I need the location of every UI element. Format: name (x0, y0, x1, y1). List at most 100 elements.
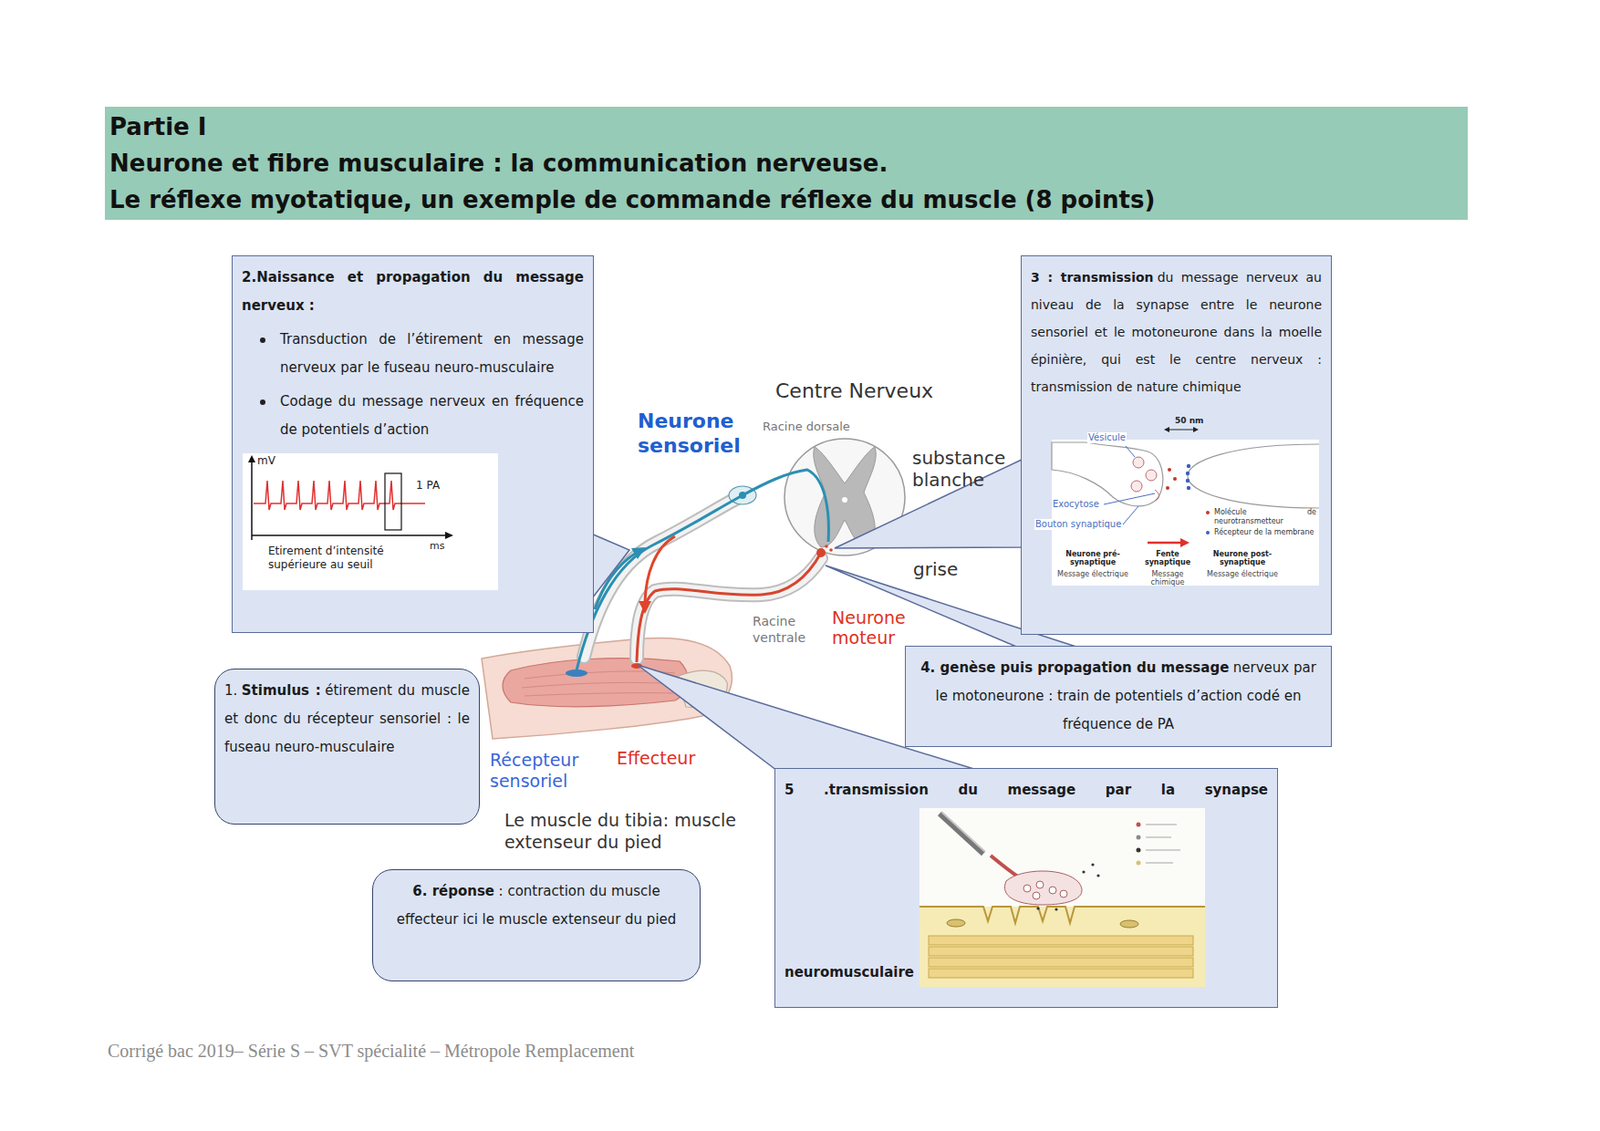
box-text: 1. (224, 682, 238, 699)
part-label: Vésicule (1087, 432, 1127, 444)
key-line (1145, 862, 1174, 864)
callout-box: 3 : transmissiondu message nerveux au ni… (1020, 255, 1332, 635)
nmj-svg (919, 808, 1206, 988)
vesicle (1023, 884, 1031, 893)
myofibril (928, 946, 1194, 956)
neuromuscular-spindle (565, 669, 588, 677)
effector-label: Effecteur (616, 748, 696, 769)
key-symbol (1136, 835, 1142, 841)
zone-label: Neurone pré-synaptique (1060, 550, 1125, 567)
key-line (1145, 849, 1181, 852)
sensory-arrowhead (631, 547, 646, 560)
box-heading: 5 .transmission du message par la synaps… (784, 776, 1268, 805)
key-line (1145, 823, 1177, 826)
chemical-synapse-figure: 50 nm VésiculeExocytoseBouton synaptiqueM… (1030, 405, 1324, 589)
receptor (1185, 471, 1190, 476)
bullet-item: Transduction de l’étirement en message n… (241, 325, 584, 383)
spike-label: 1 PA (415, 478, 440, 492)
box-heading: 4. genèse puis propagation du message (920, 659, 1229, 676)
title-line: Neurone et fibre musculaire : la communi… (109, 145, 1464, 182)
nucleus (946, 919, 966, 927)
receptor (1186, 464, 1191, 468)
myofibril (928, 968, 1194, 978)
vesicle (1059, 890, 1068, 898)
box-footer: neuromusculaire (784, 958, 920, 988)
bullet-item: Codage du message nerveux en fréquence d… (241, 387, 584, 445)
neurotransmitter (1173, 477, 1177, 481)
receptor (1185, 478, 1190, 483)
scale-arrowhead (1193, 426, 1199, 433)
figure-ground (919, 808, 1206, 988)
box-heading: 6. réponse (412, 883, 495, 900)
presynaptic-terminal (1051, 442, 1164, 507)
receptor-label: Récepteur sensoriel (489, 749, 598, 792)
part-label: Bouton synaptique (1034, 519, 1123, 530)
pointer-line (1125, 446, 1135, 458)
electrode (941, 811, 986, 852)
rounded-box: 1.Stimulus :étirement du muscle et donc … (214, 668, 480, 825)
motor-fibre (636, 552, 821, 663)
box-text: 6. réponse: contraction du muscle effect… (382, 877, 691, 935)
structure-label: grise (913, 558, 958, 581)
vesicle (1145, 469, 1157, 481)
acetylcholine (1081, 870, 1085, 873)
zone-label: Fente synaptique (1142, 550, 1193, 567)
figure-row: neuromusculaire (784, 808, 1268, 988)
electrode (939, 813, 984, 854)
scale-label: 50 nm (1174, 415, 1204, 426)
direction-arrow (1147, 541, 1183, 545)
muscle-label: Le muscle du tibia: muscle extenseur du … (504, 809, 756, 853)
vesicle (1132, 457, 1144, 468)
myofibril (928, 935, 1194, 946)
callout-box: 5 .transmission du message par la synaps… (774, 768, 1278, 1008)
box-text: 1.Stimulus :étirement du muscle et donc … (224, 676, 470, 762)
neuron-label: Neurone sensoriel (637, 408, 761, 458)
motor-soma (816, 548, 826, 558)
muscle-fibre (919, 906, 1206, 988)
structure-label: substance blanche (912, 446, 1015, 491)
title-line: Le réflexe myotatique, un exemple de com… (109, 181, 1464, 219)
exocytosis (1154, 489, 1160, 501)
myofibril (928, 957, 1194, 967)
nerve-bundle (636, 558, 821, 659)
action-potential-graph: mV1 PAmsEtirement d’intensité supérieure… (242, 453, 499, 591)
figure-ground (1051, 439, 1320, 586)
axis-arrowhead (248, 455, 256, 463)
message-label: Message électrique (1056, 570, 1130, 579)
neuron-label: Neurone moteur (831, 607, 915, 648)
message-label: Message chimique (1142, 570, 1193, 587)
scale-arrowhead (1163, 426, 1170, 433)
box-heading: 2.Naissance et propagation du message ne… (241, 263, 584, 321)
key-symbol (1136, 822, 1142, 828)
vesicle (1049, 886, 1057, 894)
acetylcholine (1054, 907, 1058, 911)
key-line (1145, 836, 1172, 839)
graph-note: Etirement d’intensité supérieure au seui… (268, 544, 431, 572)
rounded-box: 6. réponse: contraction du muscle effect… (372, 869, 701, 982)
callout-box: 2.Naissance et propagation du message ne… (231, 255, 594, 634)
structure-label: Centre Nerveux (775, 379, 934, 404)
key-symbol (1136, 848, 1142, 853)
zone-label: Neurone post-synaptique (1208, 550, 1277, 567)
axis-label: mV (257, 454, 276, 468)
part-label: Exocytose (1051, 498, 1101, 510)
x-axis (251, 534, 447, 537)
acetylcholine (1090, 862, 1094, 866)
postsynaptic-neuron (1187, 444, 1320, 509)
motor-arrowhead (638, 601, 652, 614)
title-band: Partie INeurone et fibre musculaire : la… (104, 106, 1468, 220)
title-line: Partie I (109, 108, 1464, 146)
caption: Corrigé bac 2019– Série S – SVT spéciali… (107, 1040, 634, 1062)
scale-bar (1167, 429, 1195, 431)
key-symbol (1136, 861, 1142, 866)
root-label: Racine ventrale (752, 612, 817, 646)
box-text: du message nerveux au niveau de la synap… (1030, 270, 1322, 395)
nucleus (1120, 920, 1139, 928)
neuromuscular-junction-figure (919, 808, 1206, 988)
pointer-line (1103, 493, 1155, 505)
y-axis (250, 460, 253, 541)
legend-dot (1205, 530, 1210, 535)
legend-text: Récepteur de la membrane (1214, 528, 1317, 538)
receptor (1186, 486, 1191, 490)
